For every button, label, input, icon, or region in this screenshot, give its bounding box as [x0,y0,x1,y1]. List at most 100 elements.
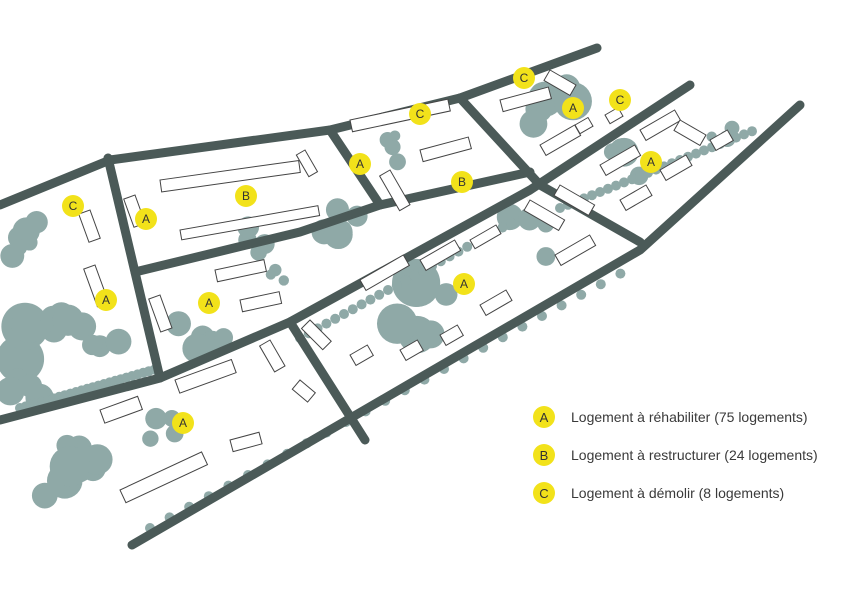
tree [506,217,517,228]
marker-letter: B [242,189,250,203]
marker-letter: A [647,155,655,169]
legend-label: Logement à restructurer (24 logements) [571,447,818,463]
marker-letter: A [179,416,187,430]
housing-marker-a: A [562,97,584,119]
tree [389,130,401,142]
building [148,294,173,333]
building [119,451,209,504]
building [78,209,101,243]
tree [356,299,367,310]
marker-letter: C [416,107,425,121]
marker-letter: A [102,293,110,307]
marker-circle [562,97,584,119]
tree [497,222,508,233]
marker-letter: A [205,296,213,310]
building [479,289,513,317]
tree [389,153,406,171]
housing-marker-c: C [513,67,535,89]
building [99,395,144,424]
tree [278,275,289,286]
housing-marker-a: A [135,208,157,230]
tree [519,109,548,138]
tree [409,270,420,281]
building [554,234,597,267]
marker-letter: A [569,101,577,115]
tree [0,376,25,406]
building [300,319,332,351]
legend-item-c: C Logement à démolir (8 logements) [533,474,818,512]
building [295,149,319,178]
tree [383,285,393,295]
tree [635,171,645,181]
tree [323,220,353,250]
tree [321,318,332,329]
marker-letter: A [356,157,364,171]
tree [603,183,613,194]
legend-label: Logement à réhabiliter (75 logements) [571,409,808,425]
tree [391,280,402,291]
housing-marker-a: A [198,292,220,314]
marker-circle [451,171,473,193]
tree [347,304,358,315]
tree [145,407,167,430]
tree [595,187,605,197]
building [229,431,263,453]
building [599,144,642,177]
marker-circle [409,103,431,125]
housing-marker-b: B [451,171,473,193]
marker-circle [235,185,257,207]
tree [396,263,440,307]
tree [739,129,749,140]
tree [555,203,565,213]
building [659,154,693,182]
building [291,379,317,403]
building [709,129,735,152]
road-central [0,80,695,425]
tree [611,180,621,191]
building [574,116,594,135]
legend-item-a: A Logement à réhabiliter (75 logements) [533,398,818,436]
tree [339,309,349,319]
buildings [78,69,735,504]
marker-circle [453,273,475,295]
tree [384,139,401,156]
tree [595,279,606,290]
housing-marker-a: A [349,153,371,175]
marker-letter: C [616,93,625,107]
marker-circle [349,153,371,175]
housing-marker-b: B [235,185,257,207]
marker-letter: A [142,212,150,226]
marker-circle [513,67,535,89]
building [174,358,237,394]
building [214,259,267,283]
building [179,205,321,241]
building [673,119,707,147]
housing-marker-c: C [62,195,84,217]
marker-letter: C [69,199,78,213]
tree [142,430,159,447]
marker-circle [172,412,194,434]
tree [536,247,556,266]
building [239,291,283,313]
tree [462,241,473,252]
tree [434,283,458,306]
housing-marker-a: A [640,151,662,173]
tree [416,320,445,349]
tree [691,148,701,159]
building [399,339,425,362]
building [349,344,375,367]
building [499,86,553,113]
building [523,199,566,232]
marker-circle [62,195,84,217]
tree [166,311,191,337]
marker-letter: B [458,175,466,189]
tree [49,446,90,487]
marker-letter: A [460,277,468,291]
housing-marker-a: A [95,289,117,311]
building [419,239,462,272]
marker-circle [198,292,220,314]
tree [619,177,629,188]
tree [18,374,43,398]
building [604,106,624,125]
housing-marker-a: A [453,273,475,295]
